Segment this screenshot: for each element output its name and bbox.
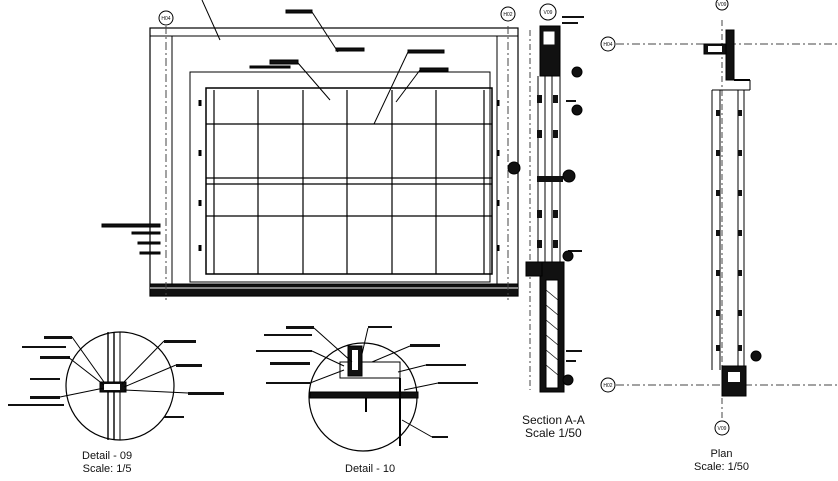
plan bbox=[616, 20, 838, 418]
section-title: Section A-A bbox=[522, 413, 585, 427]
detail-09-caption: Detail - 09 Scale: 1/5 bbox=[82, 450, 132, 476]
detail-10-caption: Detail - 10 bbox=[345, 463, 395, 476]
detail-09-title: Detail - 09 bbox=[82, 450, 133, 462]
bubble-plan-top: V09 bbox=[715, 0, 729, 11]
svg-text:V09: V09 bbox=[544, 10, 553, 16]
section-scale: Scale 1/50 bbox=[524, 426, 582, 440]
grid-bubbles: H04 H02 V09 V09 V09 H04 H02 bbox=[158, 0, 730, 436]
svg-text:H04: H04 bbox=[603, 42, 612, 48]
svg-text:H04: H04 bbox=[161, 16, 170, 22]
section-a-a bbox=[507, 16, 584, 393]
bubble-plan-left-top: H04 bbox=[600, 36, 616, 52]
svg-text:V09: V09 bbox=[718, 2, 727, 8]
elevation bbox=[101, 0, 519, 300]
detail-10-title: Detail - 10 bbox=[345, 463, 396, 475]
svg-text:H02: H02 bbox=[503, 12, 512, 18]
detail-10 bbox=[256, 326, 478, 452]
svg-text:H02: H02 bbox=[603, 383, 612, 389]
bubble-top-left: H04 bbox=[158, 10, 174, 26]
svg-text:V09: V09 bbox=[718, 426, 727, 432]
section-caption: Section A-A Scale 1/50 bbox=[522, 414, 585, 440]
bubble-section-top: V09 bbox=[539, 3, 557, 21]
bubble-plan-bottom: V09 bbox=[714, 420, 730, 436]
plan-scale: Scale: 1/50 bbox=[694, 461, 750, 473]
plan-title: Plan bbox=[710, 448, 733, 460]
bubble-plan-left-bottom: H02 bbox=[600, 377, 616, 393]
detail-09-scale: Scale: 1/5 bbox=[82, 463, 132, 475]
bubble-top-right: H02 bbox=[500, 6, 516, 22]
plan-caption: Plan Scale: 1/50 bbox=[694, 448, 749, 474]
detail-09 bbox=[8, 331, 224, 441]
